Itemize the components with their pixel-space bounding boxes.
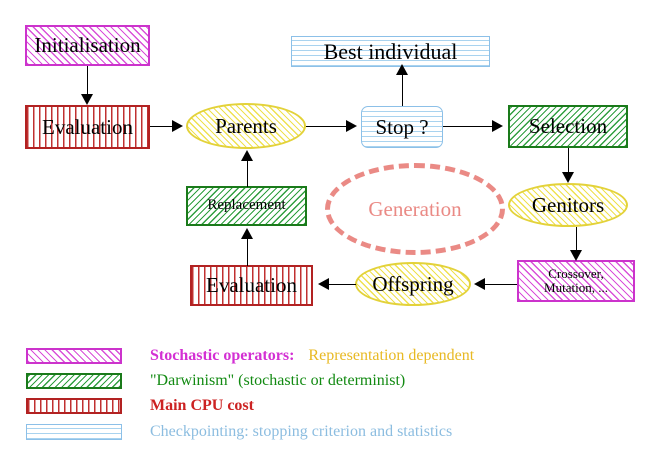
node-initialisation-label: Initialisation: [34, 33, 141, 58]
edge-evaluation-to-replacement: [247, 236, 248, 266]
legend-label-cpu-cost: Main CPU cost: [150, 397, 254, 414]
legend-label-stochastic-secondary: Representation dependent: [308, 347, 475, 364]
node-initialisation: Initialisation: [25, 25, 150, 66]
legend-row-cpu-cost: Main CPU cost: [26, 397, 254, 415]
node-crossover-mutation: Crossover, Mutation, ...: [517, 260, 635, 302]
arrowhead-parents-to-stop: [346, 120, 357, 132]
node-generation: Generation: [325, 163, 505, 255]
legend-row-darwinism: "Darwinism" (stochastic or determinist): [26, 372, 405, 390]
edge-offspring-to-evaluation: [327, 284, 356, 285]
node-generation-label: Generation: [368, 196, 462, 221]
arrowhead-stop-to-selection: [492, 120, 503, 132]
edge-init-to-eval: [87, 66, 88, 96]
legend-row-stochastic: Stochastic operators: Representation dep…: [26, 347, 474, 365]
node-replacement-label: Replacement: [207, 197, 286, 214]
edge-selection-to-genitors: [568, 148, 569, 176]
edge-crossover-to-offspring: [483, 284, 517, 285]
arrowhead-selection-to-genitors: [562, 172, 574, 183]
node-evaluation-bottom-label: Evaluation: [206, 273, 297, 298]
arrowhead-eval-to-parents: [172, 120, 183, 132]
node-stop: Stop ?: [361, 106, 443, 148]
edge-stop-to-best: [402, 72, 403, 106]
node-genitors: Genitors: [508, 183, 628, 227]
node-replacement: Replacement: [186, 186, 307, 226]
legend-label-stochastic: Stochastic operators: Representation dep…: [150, 347, 474, 365]
edge-genitors-to-crossover: [576, 227, 577, 255]
arrowhead-init-to-eval: [81, 94, 93, 105]
legend-swatch-red: [26, 398, 122, 414]
node-offspring-label: Offspring: [372, 271, 454, 296]
legend-swatch-magenta: [26, 348, 122, 364]
arrowhead-offspring-to-evaluation: [318, 278, 329, 290]
legend-row-checkpointing: Checkpointing: stopping criterion and st…: [26, 423, 452, 441]
node-evaluation-bottom: Evaluation: [190, 265, 313, 306]
node-parents: Parents: [186, 103, 306, 149]
arrowhead-replacement-to-parents: [241, 150, 253, 161]
edge-eval-to-parents: [150, 126, 177, 127]
node-crossover-label-line1: Crossover,: [548, 266, 604, 282]
arrowhead-stop-to-best: [396, 64, 408, 75]
node-evaluation-top-label: Evaluation: [42, 114, 133, 139]
node-best-individual-label: Best individual: [323, 38, 458, 64]
node-evaluation-top: Evaluation: [25, 105, 150, 149]
node-genitors-label: Genitors: [531, 192, 605, 217]
arrowhead-crossover-to-offspring: [474, 278, 485, 290]
node-crossover-label-line2: Mutation, ...: [544, 280, 608, 295]
node-offspring: Offspring: [355, 262, 471, 306]
legend-label-darwinism: "Darwinism" (stochastic or determinist): [150, 372, 406, 389]
legend-label-checkpointing: Checkpointing: stopping criterion and st…: [150, 423, 453, 440]
node-best-individual: Best individual: [291, 36, 490, 67]
node-selection-label: Selection: [528, 114, 608, 139]
legend-swatch-blue: [26, 424, 122, 440]
node-stop-label: Stop ?: [375, 114, 429, 139]
legend-swatch-green: [26, 373, 122, 389]
edge-parents-to-stop: [306, 126, 350, 127]
arrowhead-evaluation-to-replacement: [241, 228, 253, 239]
edge-replacement-to-parents: [247, 158, 248, 187]
arrowhead-genitors-to-crossover: [570, 250, 582, 261]
node-parents-label: Parents: [215, 113, 277, 138]
edge-stop-to-selection: [443, 126, 495, 127]
node-selection: Selection: [508, 105, 628, 148]
legend-label-stochastic-primary: Stochastic operators:: [150, 347, 295, 364]
